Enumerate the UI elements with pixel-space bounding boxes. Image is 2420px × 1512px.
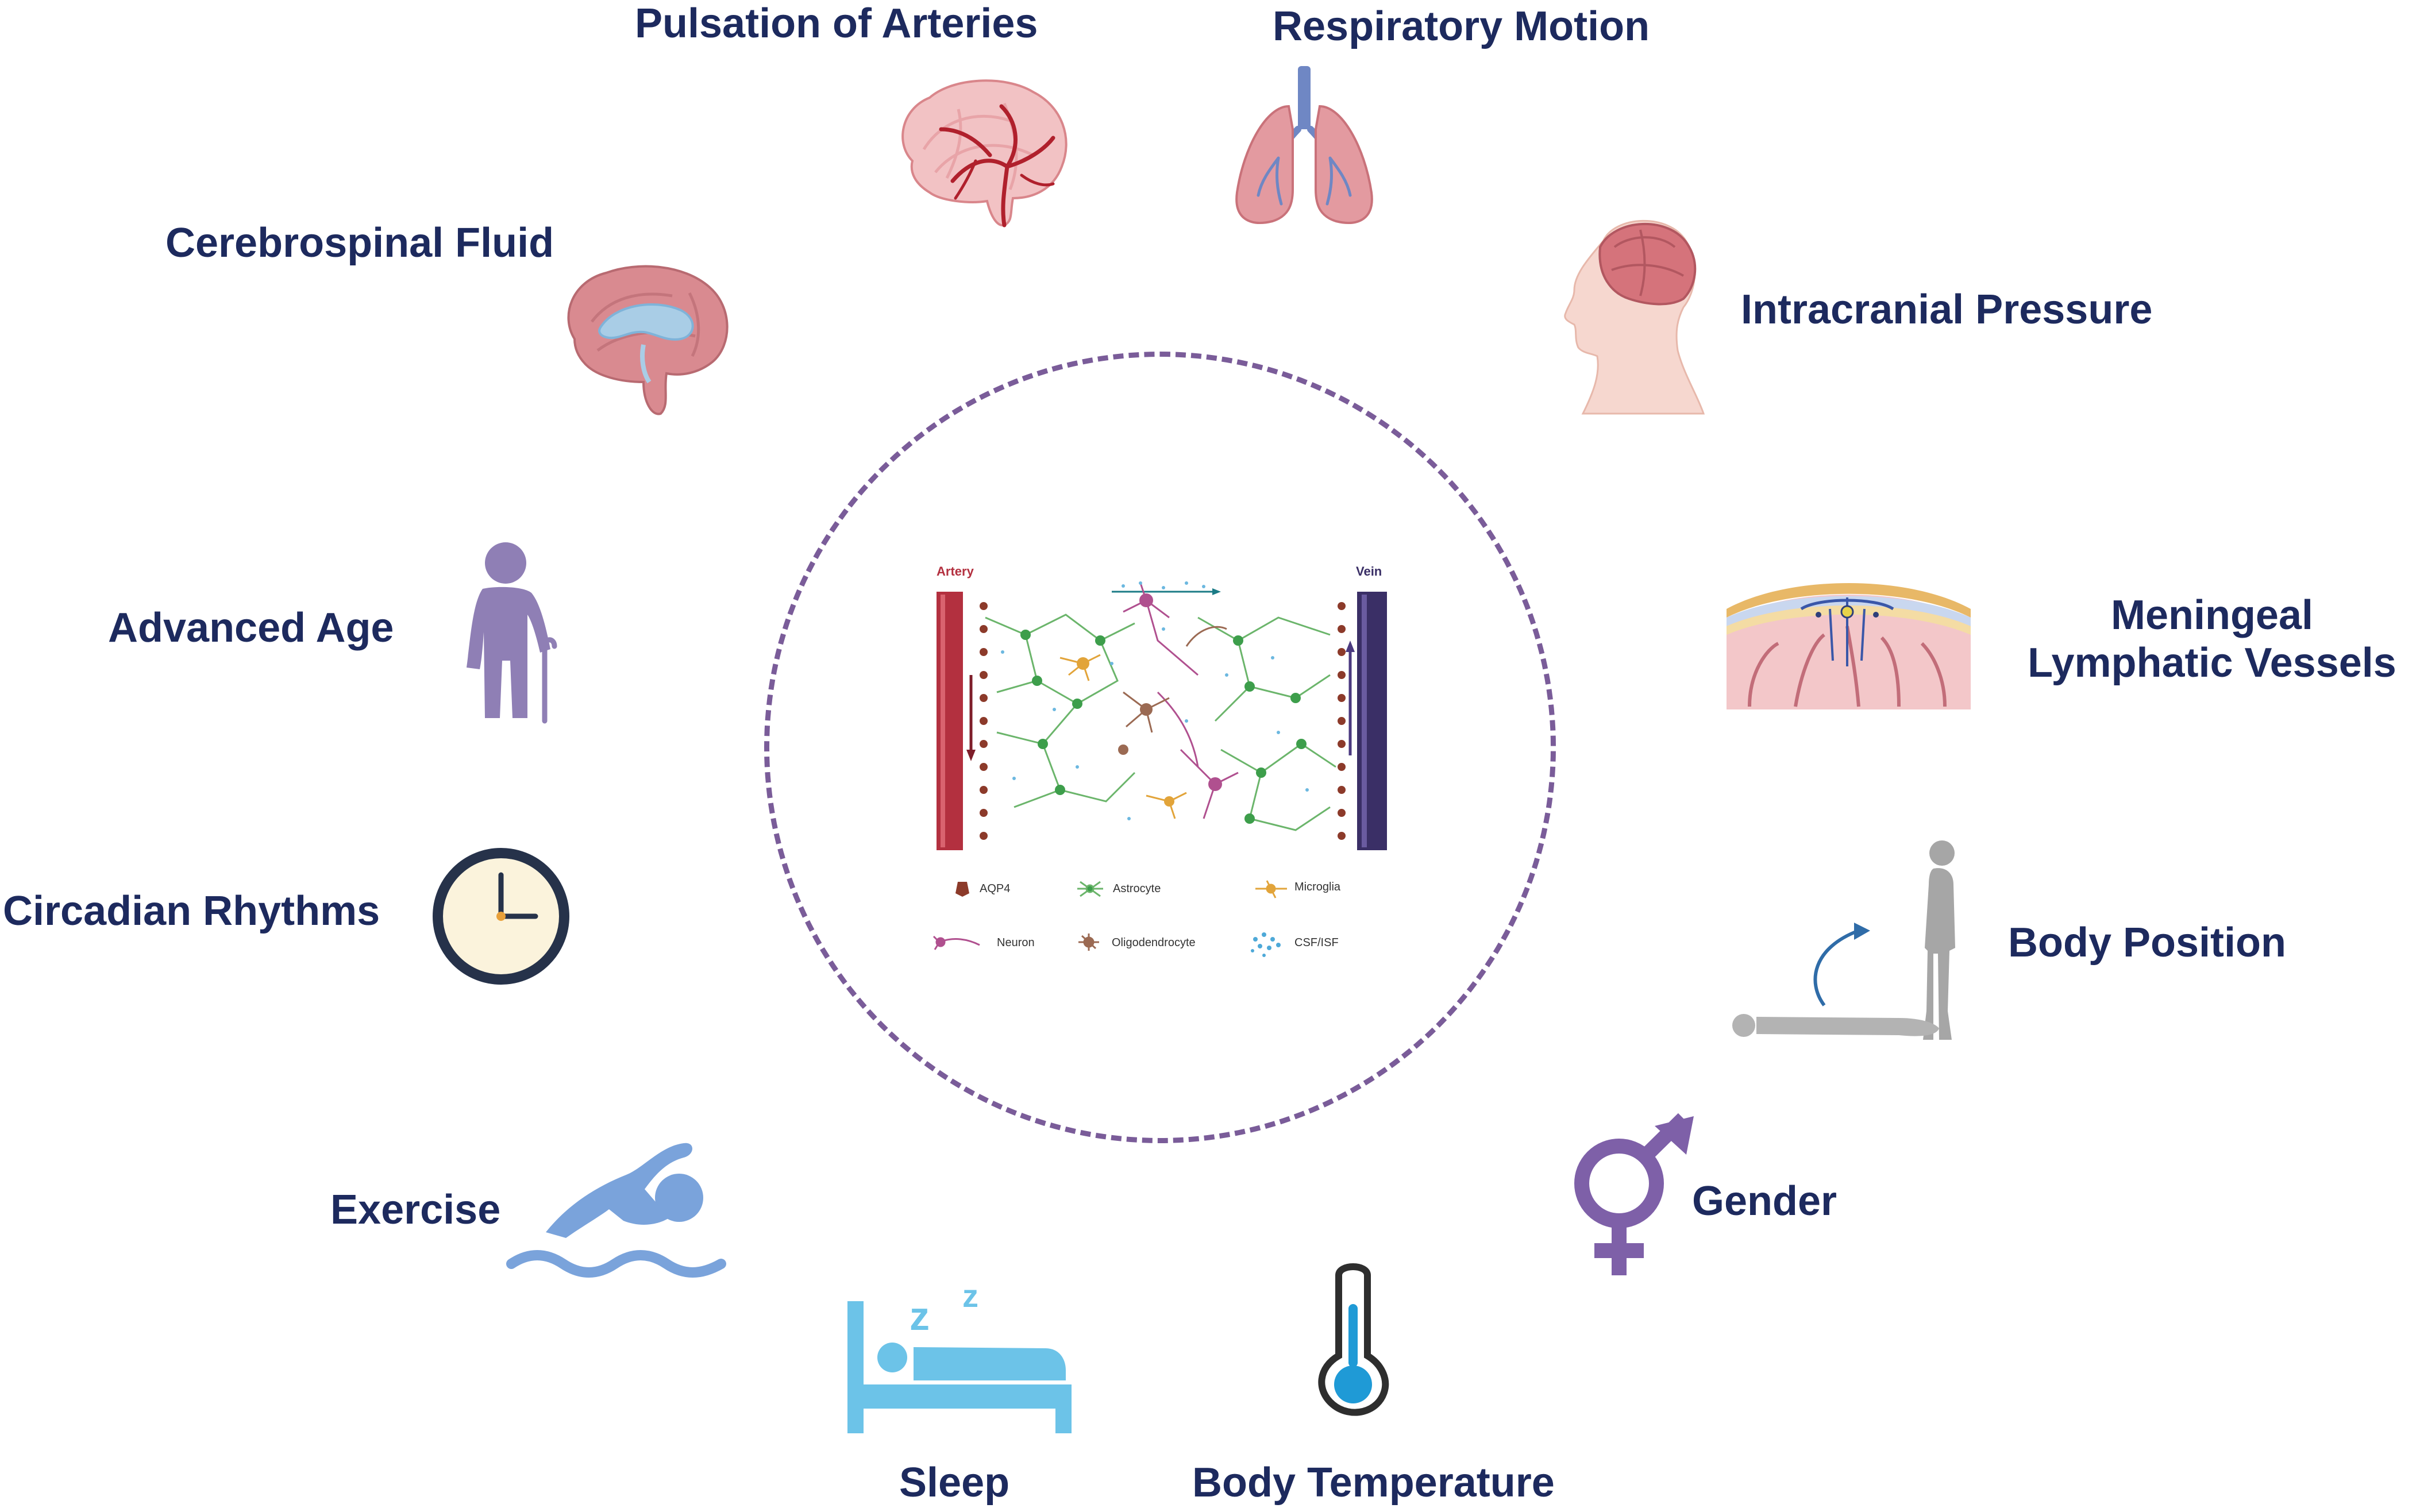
csf-isf-legend-icon (1251, 932, 1281, 957)
svg-text:z: z (962, 1278, 978, 1314)
swimmer-icon (506, 1143, 726, 1278)
label-body-temperature: Body Temperature (1192, 1460, 1555, 1506)
label-advanced-age: Advanced Age (108, 605, 394, 651)
clock-icon (433, 848, 569, 985)
microglia-legend-icon (1255, 880, 1287, 898)
astrocyte-bodies (1020, 630, 1307, 824)
aqp4-legend-icon (955, 882, 969, 897)
vein-label: Vein (1356, 564, 1382, 578)
aqp4-chain-artery (980, 602, 988, 840)
vein-vessel (1357, 592, 1387, 850)
artery-vessel (937, 592, 963, 850)
legend-microglia: Microglia (1294, 881, 1341, 893)
sleep-bed-icon: z z (847, 1278, 1072, 1433)
label-meningeal-line2: Lymphatic Vessels (2028, 639, 2396, 686)
glymphatic-diagram: Artery Vein (932, 564, 1387, 957)
center-dashed-ring (764, 352, 1556, 1143)
meningeal-vessels-icon (1727, 583, 1971, 709)
label-body-position: Body Position (2008, 920, 2286, 966)
astrocyte-legend-icon (1077, 881, 1103, 897)
legend-csf-isf: CSF/ISF (1294, 936, 1339, 949)
label-intracranial-pressure: Intracranial Pressure (1741, 287, 2153, 333)
legend-oligodendrocyte: Oligodendrocyte (1112, 936, 1196, 949)
neuron-cells (1123, 583, 1239, 819)
gender-symbol-icon (1574, 1113, 1694, 1275)
label-sleep: Sleep (899, 1460, 1010, 1506)
label-meningeal-lymphatic-vessels: Meningeal Lymphatic Vessels (2005, 592, 2419, 687)
elderly-person-icon (467, 542, 557, 724)
csf-isf-particles (1001, 581, 1309, 820)
label-pulsation-of-arteries: Pulsation of Arteries (635, 1, 1038, 47)
label-meningeal-line1: Meningeal (2110, 592, 2314, 638)
label-cerebrospinal-fluid: Cerebrospinal Fluid (165, 220, 554, 266)
svg-text:z: z (910, 1294, 930, 1339)
oligodendrocyte-legend-icon (1078, 934, 1099, 951)
label-exercise: Exercise (330, 1187, 501, 1233)
lungs-icon (1235, 66, 1373, 224)
legend-astrocyte: Astrocyte (1113, 882, 1161, 895)
astrocyte-network (985, 614, 1336, 831)
brain-csf-icon (567, 265, 729, 415)
body-position-icon (1732, 840, 1955, 1040)
aqp4-chain-vein (1338, 602, 1346, 840)
legend-aqp4: AQP4 (980, 882, 1010, 895)
oligodendrocyte-cells (1123, 626, 1227, 733)
label-circadian-rhythms: Circadian Rhythms (3, 888, 380, 934)
legend-neuron: Neuron (997, 936, 1035, 949)
artery-label: Artery (937, 564, 974, 578)
thermometer-icon (1318, 1263, 1389, 1416)
brain-arteries-icon (901, 79, 1068, 227)
label-gender: Gender (1692, 1178, 1837, 1224)
neuron-legend-icon (932, 935, 980, 950)
label-respiratory-motion: Respiratory Motion (1273, 3, 1650, 49)
legend: AQP4 Astrocyte Microglia Neuron Oligoden… (932, 880, 1341, 957)
head-profile-icon (1564, 219, 1705, 415)
